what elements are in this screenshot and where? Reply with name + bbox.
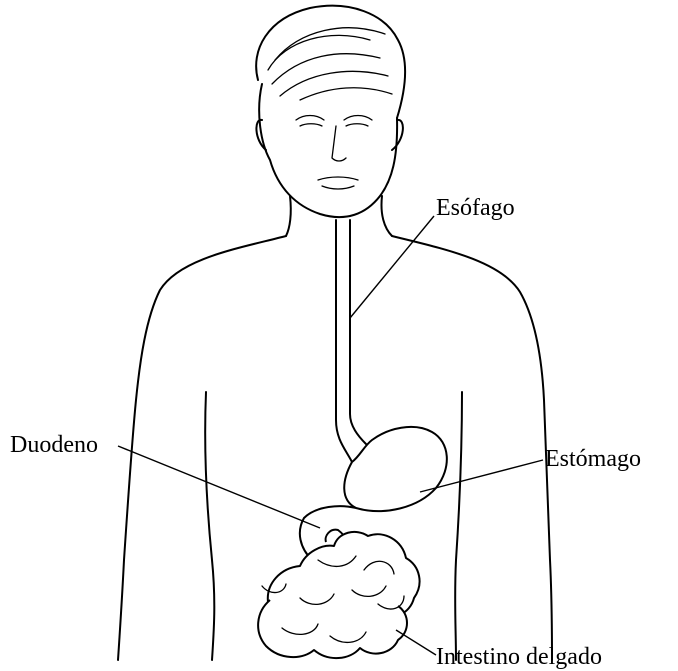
duodenum-label: Duodeno xyxy=(10,433,98,457)
small-intestine xyxy=(258,532,419,658)
hair xyxy=(256,6,405,118)
esophagus-label: Esófago xyxy=(436,196,515,220)
esophagus xyxy=(336,220,366,462)
stomach xyxy=(344,427,447,511)
duodenum-leader xyxy=(118,446,320,528)
stomach-label: Estómago xyxy=(545,447,641,471)
small-intestine-label: Intestino delgado xyxy=(436,645,602,669)
small-intestine-leader xyxy=(396,630,436,655)
esophagus-leader xyxy=(350,216,434,318)
